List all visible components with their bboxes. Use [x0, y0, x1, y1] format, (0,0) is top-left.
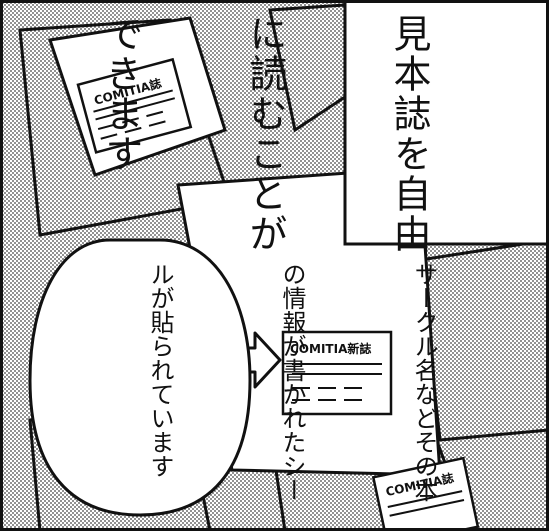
sticker-center: [281, 330, 393, 416]
speech-bubble-text: 見本誌の裏表紙には、 サークル名などその本 の情報が書かれたシー ルが貼られてい…: [50, 262, 549, 502]
bubble-line: サークル名などその本: [410, 262, 438, 502]
narration-text: 見本誌を自由 に読むことが できます: [1, 14, 529, 254]
narration-line: に読むことが: [243, 14, 287, 254]
sticker-top-left: [76, 57, 193, 154]
sticker-bottom: [371, 456, 480, 531]
bubble-line: ルが貼られています: [146, 262, 174, 478]
narration-box: [343, 0, 549, 246]
bubble-line: 見本誌の裏表紙には、: [542, 262, 549, 502]
speech-bubble-shape: [28, 238, 252, 517]
sticker-label-center: COMITIA新誌: [290, 342, 372, 356]
narration-line: 見本誌を自由: [387, 14, 431, 254]
bubble-line: の情報が書かれたシー: [278, 262, 306, 502]
narration-line: できます: [99, 14, 143, 174]
